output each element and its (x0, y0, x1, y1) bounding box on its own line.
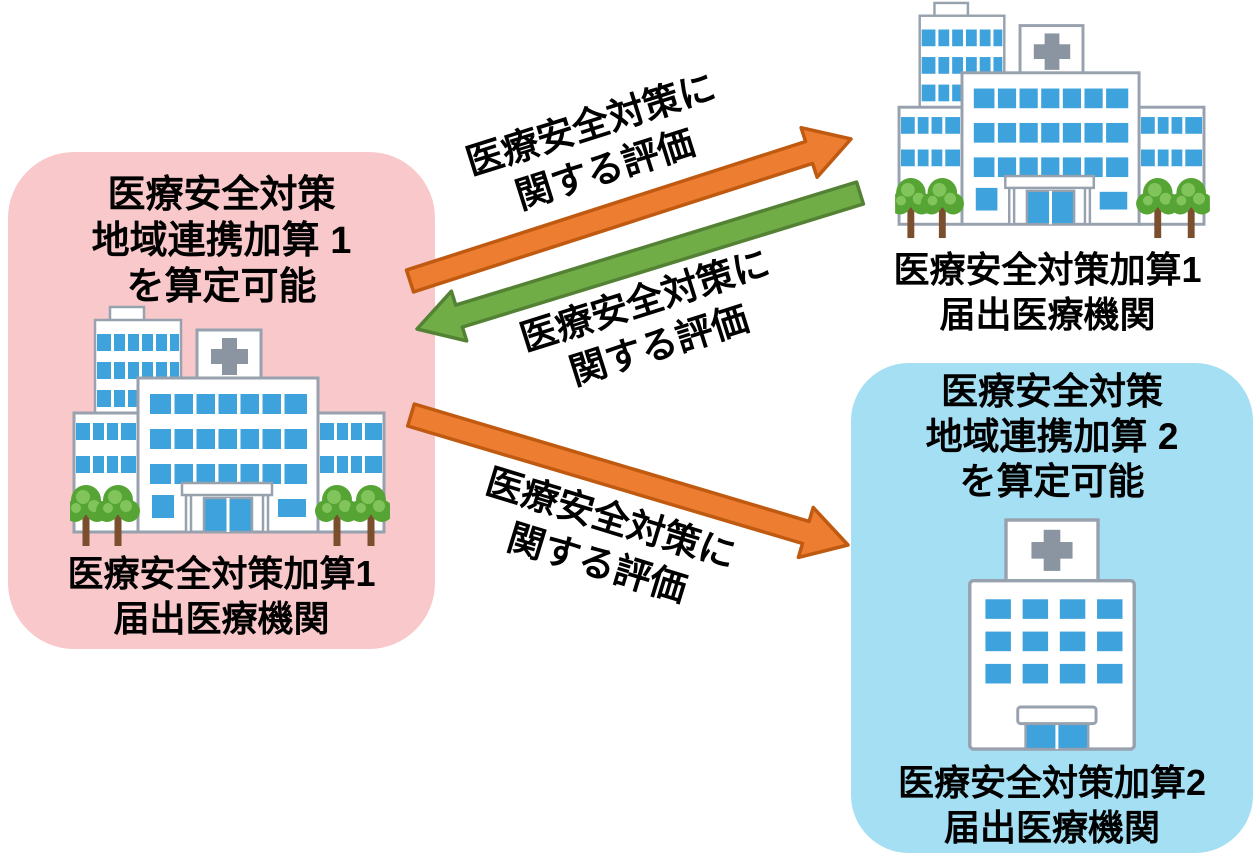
top-right-facility-label-line2: 届出医療機関 (939, 294, 1156, 335)
bottom-right-box-title-line1: 医療安全対策 (941, 371, 1163, 412)
top-right-facility-label: 医療安全対策加算1 届出医療機関 (855, 247, 1240, 337)
bottom-right-facility-label-line1: 医療安全対策加算2 (897, 762, 1207, 803)
left-facility-label: 医療安全対策加算1 届出医療機関 (8, 551, 435, 641)
left-facility-label-line1: 医療安全対策加算1 (67, 553, 376, 594)
arrow-bottom-label: 医療安全対策に 関する評価 (437, 449, 771, 632)
left-box-title-line2: 地域連携加算 1 (91, 220, 352, 262)
left-hospital-illustration (70, 304, 390, 549)
bottom-right-box-title-line2: 地域連携加算 2 (925, 416, 1179, 457)
bottom-right-facility-label: 医療安全対策加算2 届出医療機関 (851, 760, 1253, 850)
left-box-title-line3: を算定可能 (126, 266, 317, 308)
clinic-illustration (959, 516, 1145, 756)
bottom-right-box-title: 医療安全対策 地域連携加算 2 を算定可能 (851, 369, 1253, 504)
left-box-title: 医療安全対策 地域連携加算 1 を算定可能 (8, 172, 435, 310)
bottom-right-facility-label-line2: 届出医療機関 (943, 807, 1160, 848)
bottom-right-box-title-line3: を算定可能 (959, 461, 1145, 502)
top-right-facility-label-line1: 医療安全対策加算1 (893, 249, 1202, 290)
arrow-middle-label: 医療安全対策に 関する評価 (485, 230, 818, 416)
arrow-top-label: 医療安全対策に 関する評価 (431, 54, 764, 240)
top-right-hospital-illustration (895, 0, 1210, 241)
left-facility-label-line2: 届出医療機関 (113, 598, 330, 639)
left-box-title-line1: 医療安全対策 (107, 174, 336, 216)
